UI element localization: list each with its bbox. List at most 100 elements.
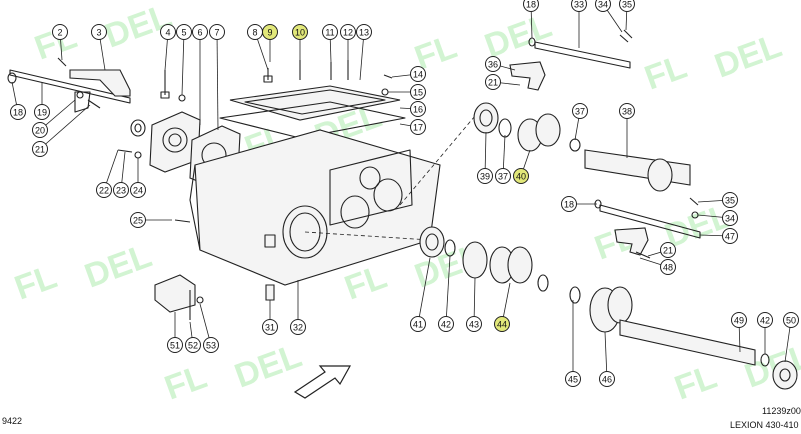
shift-rod-assembly (7, 57, 131, 113)
callout-18[interactable]: 18 (10, 104, 26, 120)
callout-53[interactable]: 53 (203, 337, 219, 353)
callout-7[interactable]: 7 (209, 24, 225, 40)
callout-21[interactable]: 21 (32, 141, 48, 157)
callout-circle (96, 182, 112, 198)
watermark: FL (640, 48, 692, 98)
callout-number: 53 (206, 341, 216, 351)
callout-circle (290, 319, 306, 335)
callout-32[interactable]: 32 (290, 319, 306, 335)
callout-44[interactable]: 44 (494, 316, 510, 332)
callout-48[interactable]: 48 (660, 259, 676, 275)
callout-circle (722, 210, 738, 226)
callout-3[interactable]: 3 (91, 24, 107, 40)
callout-circle (523, 0, 539, 12)
callout-number: 14 (413, 70, 423, 80)
callout-circle (783, 312, 799, 328)
callout-17[interactable]: 17 (410, 119, 426, 135)
callout-number: 19 (37, 108, 47, 118)
callout-43[interactable]: 43 (466, 316, 482, 332)
callout-18[interactable]: 18 (561, 196, 577, 212)
callout-number: 18 (564, 200, 574, 210)
callout-21[interactable]: 21 (485, 74, 501, 90)
callout-35[interactable]: 35 (619, 0, 635, 12)
callout-number: 47 (725, 232, 735, 242)
callout-33[interactable]: 33 (571, 0, 587, 12)
callout-34[interactable]: 34 (722, 210, 738, 226)
callout-number: 35 (725, 196, 735, 206)
callout-12[interactable]: 12 (340, 24, 356, 40)
callout-45[interactable]: 45 (565, 371, 581, 387)
callout-leader-line (216, 31, 219, 131)
callout-10[interactable]: 10 (292, 24, 308, 40)
lower-shift-shaft (594, 197, 701, 259)
callout-circle (410, 316, 426, 332)
callout-number: 51 (170, 341, 180, 351)
callout-36[interactable]: 36 (485, 56, 501, 72)
callout-4[interactable]: 4 (160, 24, 176, 40)
callout-41[interactable]: 41 (410, 316, 426, 332)
callout-circle (130, 212, 146, 228)
callout-46[interactable]: 46 (599, 371, 615, 387)
callout-circle (209, 24, 225, 40)
callout-circle (410, 119, 426, 135)
callout-50[interactable]: 50 (783, 312, 799, 328)
callout-37[interactable]: 37 (572, 103, 588, 119)
callout-number: 8 (252, 28, 257, 38)
callout-leader-line (359, 31, 365, 81)
lower-gear-train (419, 226, 633, 333)
callout-37[interactable]: 37 (495, 168, 511, 184)
callout-14[interactable]: 14 (410, 66, 426, 82)
callout-38[interactable]: 38 (619, 103, 635, 119)
callout-circle (477, 168, 493, 184)
callout-24[interactable]: 24 (130, 182, 146, 198)
callout-42[interactable]: 42 (438, 316, 454, 332)
callout-number: 31 (265, 323, 275, 333)
callout-number: 15 (413, 88, 423, 98)
callout-number: 40 (516, 172, 526, 182)
callout-22[interactable]: 22 (96, 182, 112, 198)
callout-leader-line (417, 257, 431, 325)
callout-number: 49 (734, 316, 744, 326)
callout-18[interactable]: 18 (523, 0, 539, 12)
footer-left-code: 9422 (2, 416, 23, 426)
callout-34[interactable]: 34 (595, 0, 611, 12)
callout-39[interactable]: 39 (477, 168, 493, 184)
callout-35[interactable]: 35 (722, 192, 738, 208)
callout-2[interactable]: 2 (52, 24, 68, 40)
callout-31[interactable]: 31 (262, 319, 278, 335)
callout-number: 34 (725, 214, 735, 224)
callout-number: 18 (526, 0, 536, 10)
callout-19[interactable]: 19 (34, 104, 50, 120)
callout-11[interactable]: 11 (322, 24, 338, 40)
callout-9[interactable]: 9 (262, 24, 278, 40)
callout-40[interactable]: 40 (513, 168, 529, 184)
footer-model: LEXION 430-410 (730, 420, 799, 430)
callout-51[interactable]: 51 (167, 337, 183, 353)
callout-5[interactable]: 5 (176, 24, 192, 40)
callout-8[interactable]: 8 (247, 24, 263, 40)
callout-number: 21 (663, 246, 673, 256)
callout-circle (52, 24, 68, 40)
callout-number: 21 (488, 78, 498, 88)
callout-circle (660, 242, 676, 258)
callout-20[interactable]: 20 (32, 122, 48, 138)
callout-47[interactable]: 47 (722, 228, 738, 244)
callout-49[interactable]: 49 (731, 312, 747, 328)
callout-52[interactable]: 52 (185, 337, 201, 353)
footer-drawing-number: 11239z00 (762, 406, 801, 416)
callout-number: 7 (214, 28, 219, 38)
callout-42[interactable]: 42 (757, 312, 773, 328)
callout-23[interactable]: 23 (113, 182, 129, 198)
callout-circle (494, 316, 510, 332)
callout-25[interactable]: 25 (130, 212, 146, 228)
callout-15[interactable]: 15 (410, 84, 426, 100)
callout-circle (619, 0, 635, 12)
main-shaft (584, 149, 691, 192)
callout-13[interactable]: 13 (356, 24, 372, 40)
callout-number: 5 (181, 28, 186, 38)
callout-16[interactable]: 16 (410, 101, 426, 117)
callout-circle (32, 141, 48, 157)
callout-6[interactable]: 6 (192, 24, 208, 40)
callout-21[interactable]: 21 (660, 242, 676, 258)
callout-number: 41 (413, 320, 423, 330)
